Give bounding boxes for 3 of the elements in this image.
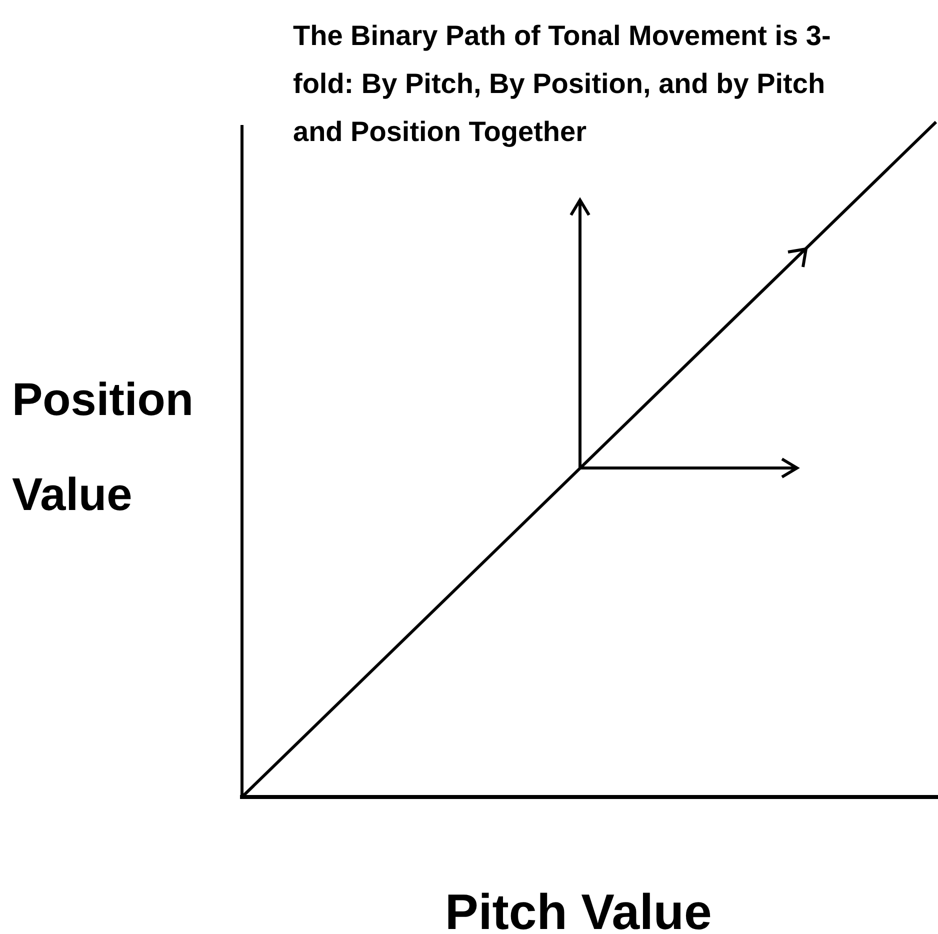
axis-label: Pitch Value — [445, 883, 712, 934]
annotation-text: The Binary Path of Tonal Movement is 3-fold: By Pitch, By Position, and by Pitch and Position Together — [293, 19, 832, 149]
axis-label: Position Value — [12, 372, 194, 522]
